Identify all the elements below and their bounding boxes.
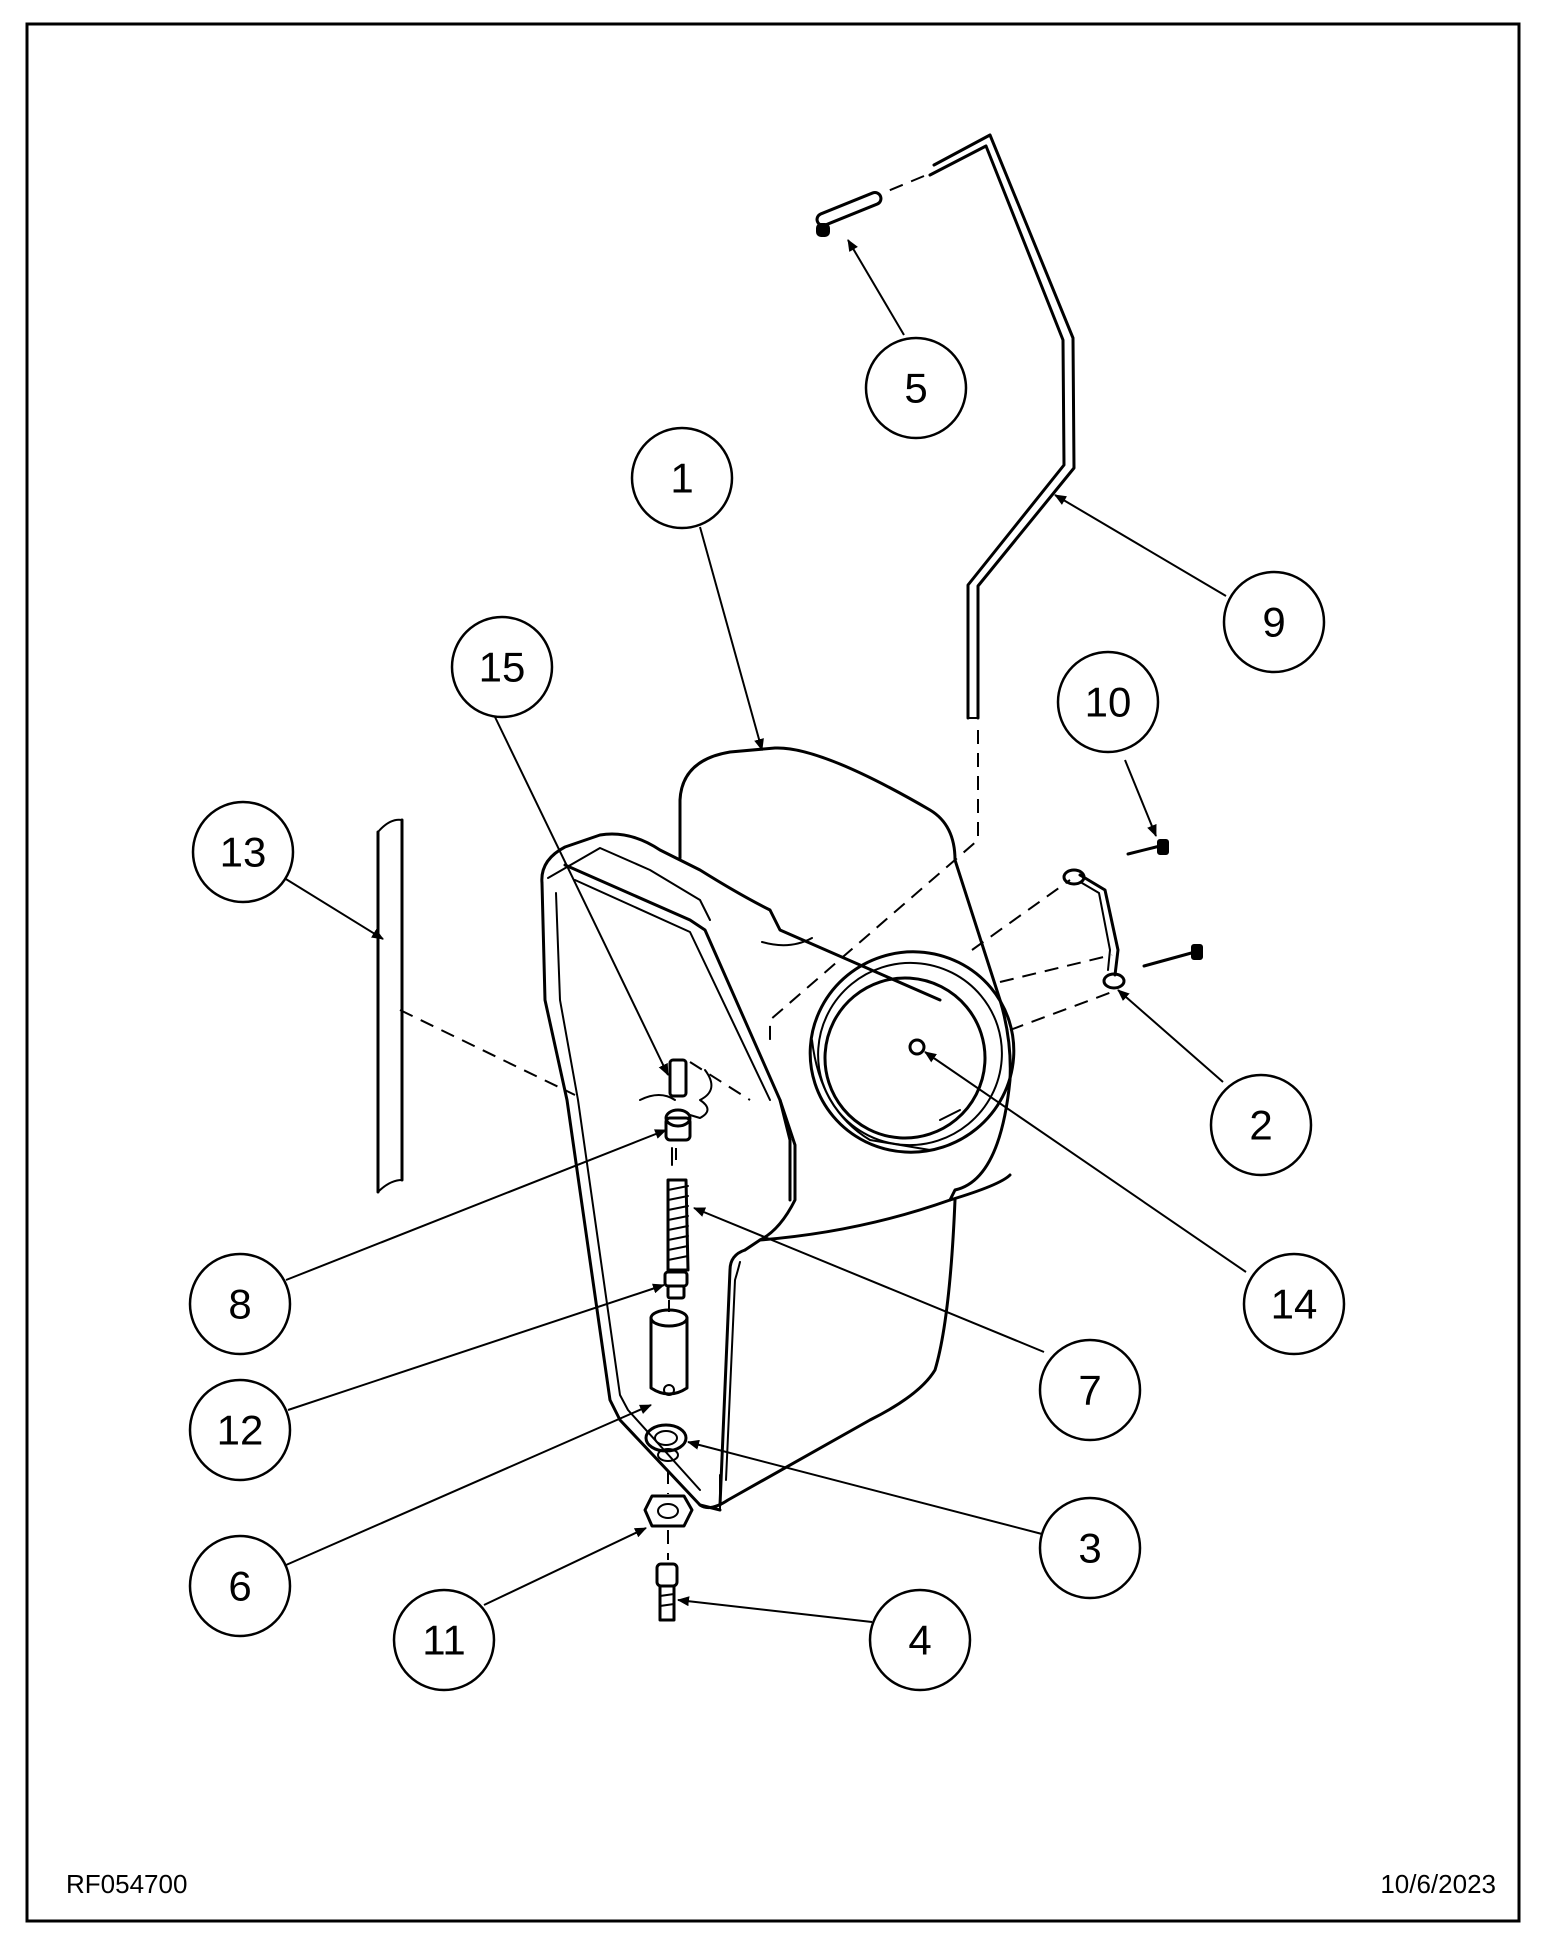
callout-4: 4 bbox=[868, 1588, 972, 1692]
callout-8: 8 bbox=[188, 1252, 292, 1356]
trim-strip bbox=[376, 818, 404, 1194]
callout-9: 9 bbox=[1222, 570, 1326, 674]
callout-1: 1 bbox=[630, 426, 734, 530]
callout-10: 10 bbox=[1056, 650, 1160, 754]
callout-label-11: 11 bbox=[422, 1617, 466, 1664]
callout-label-2: 2 bbox=[1249, 1102, 1272, 1149]
callout-label-9: 9 bbox=[1262, 599, 1285, 646]
housing-body bbox=[540, 746, 1012, 1512]
drawing-date: 10/6/2023 bbox=[1380, 1869, 1496, 1899]
shaft-components bbox=[639, 1058, 713, 1622]
callout-11: 11 bbox=[392, 1588, 496, 1692]
assembly-lines bbox=[399, 175, 1113, 1560]
drawing-number: RF054700 bbox=[66, 1869, 187, 1899]
callout-label-14: 14 bbox=[1271, 1281, 1318, 1328]
callout-label-6: 6 bbox=[228, 1563, 251, 1610]
bolts bbox=[1126, 839, 1203, 968]
rod bbox=[928, 133, 1076, 720]
callout-label-1: 1 bbox=[670, 455, 693, 502]
callout-13: 13 bbox=[191, 800, 295, 904]
callout-3: 3 bbox=[1038, 1496, 1142, 1600]
callout-2: 2 bbox=[1209, 1073, 1313, 1177]
callout-label-8: 8 bbox=[228, 1281, 251, 1328]
callout-15: 15 bbox=[450, 615, 554, 719]
callout-label-13: 13 bbox=[220, 829, 267, 876]
callout-14: 14 bbox=[1242, 1252, 1346, 1356]
clip-pin bbox=[815, 191, 883, 237]
callout-7: 7 bbox=[1038, 1338, 1142, 1442]
callout-label-3: 3 bbox=[1078, 1525, 1101, 1572]
callout-12: 12 bbox=[188, 1378, 292, 1482]
callout-label-5: 5 bbox=[904, 365, 927, 412]
leader-lines bbox=[280, 239, 1247, 1623]
callout-label-7: 7 bbox=[1078, 1367, 1101, 1414]
drawing-border bbox=[25, 22, 1521, 1923]
callout-label-4: 4 bbox=[908, 1617, 931, 1664]
callout-label-15: 15 bbox=[479, 644, 526, 691]
bearing-hub bbox=[808, 950, 1016, 1154]
callout-6: 6 bbox=[188, 1534, 292, 1638]
callout-5: 5 bbox=[864, 336, 968, 440]
callout-label-10: 10 bbox=[1085, 679, 1132, 726]
callout-label-12: 12 bbox=[217, 1407, 264, 1454]
handle-bracket bbox=[1062, 868, 1126, 990]
